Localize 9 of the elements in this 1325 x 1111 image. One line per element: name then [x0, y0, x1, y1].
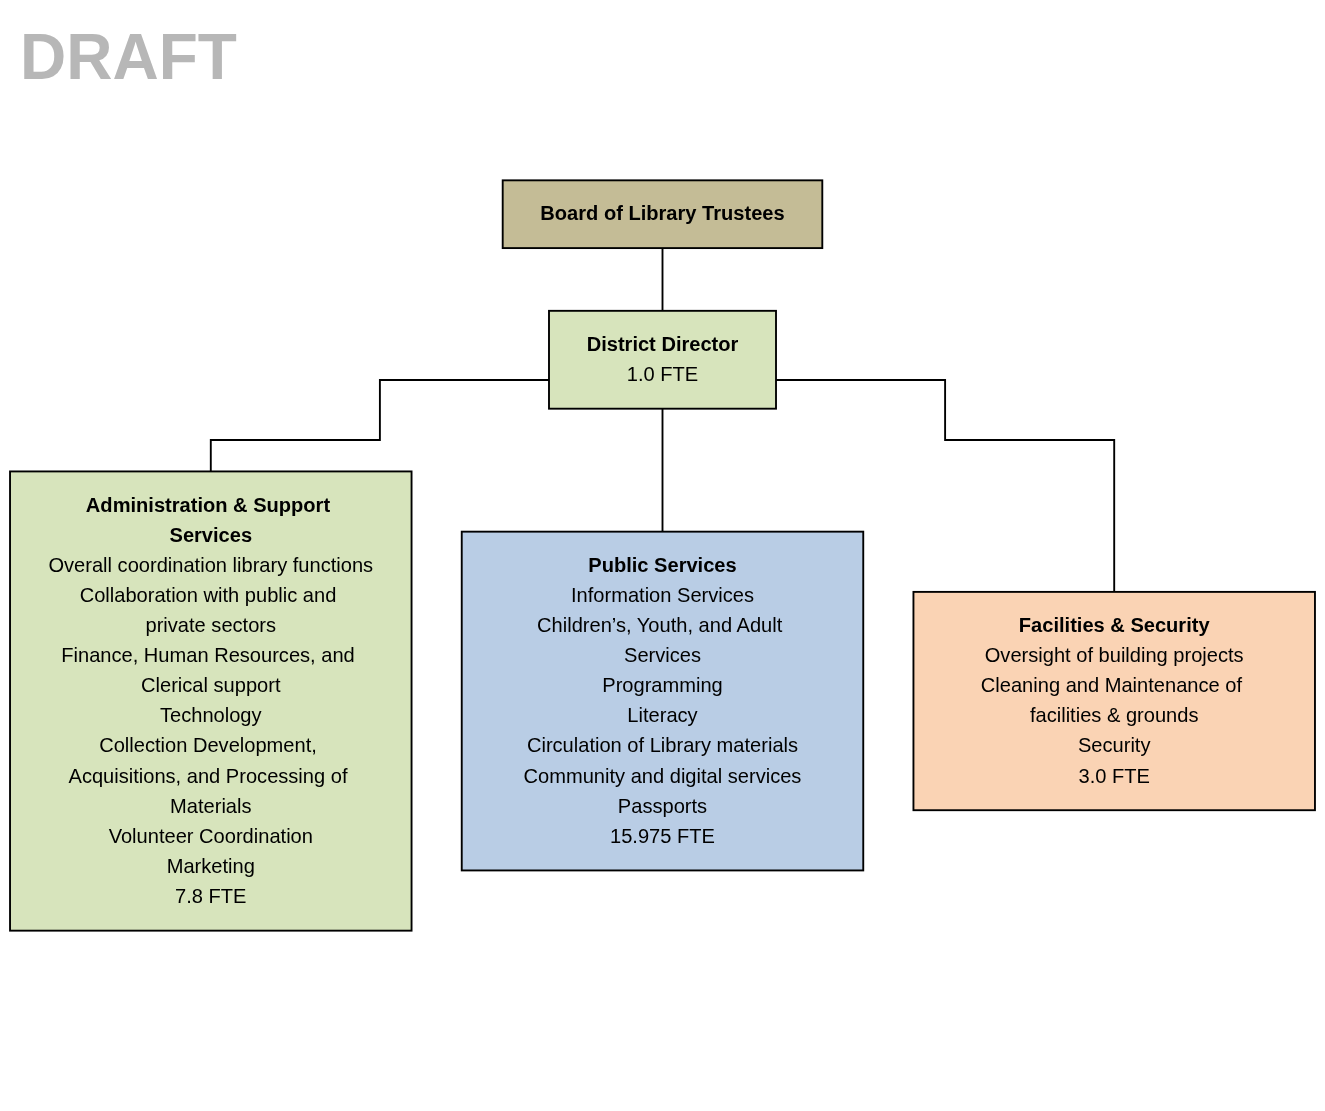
- node-box: Public Services Information Services Children’s, Youth, and Adult Services Programming Literacy Circulation of Library materials Community and digital services Passports 15.975 FTE: [460, 530, 865, 872]
- node-box: Board of Library Trustees: [501, 179, 824, 250]
- watermark-text: DRAFT: [20, 20, 237, 94]
- connector: [661, 407, 664, 533]
- node-box: District Director 1.0 FTE: [548, 309, 777, 410]
- node-box: Administration & Support Services Overall coordination library functions Collaboration with public and private sectors Finance, Human Resources, and Clerical support Technology Collection Development, Acquisitions, and Processing of Materials Volunteer Coordination Marketing 7.8 FTE: [9, 470, 413, 932]
- node-box: Facilities & Security Oversight of building projects Cleaning and Maintenance of facilities & grounds Security 3.0 FTE: [912, 590, 1316, 812]
- connector: [661, 247, 664, 312]
- connector: [209, 379, 550, 473]
